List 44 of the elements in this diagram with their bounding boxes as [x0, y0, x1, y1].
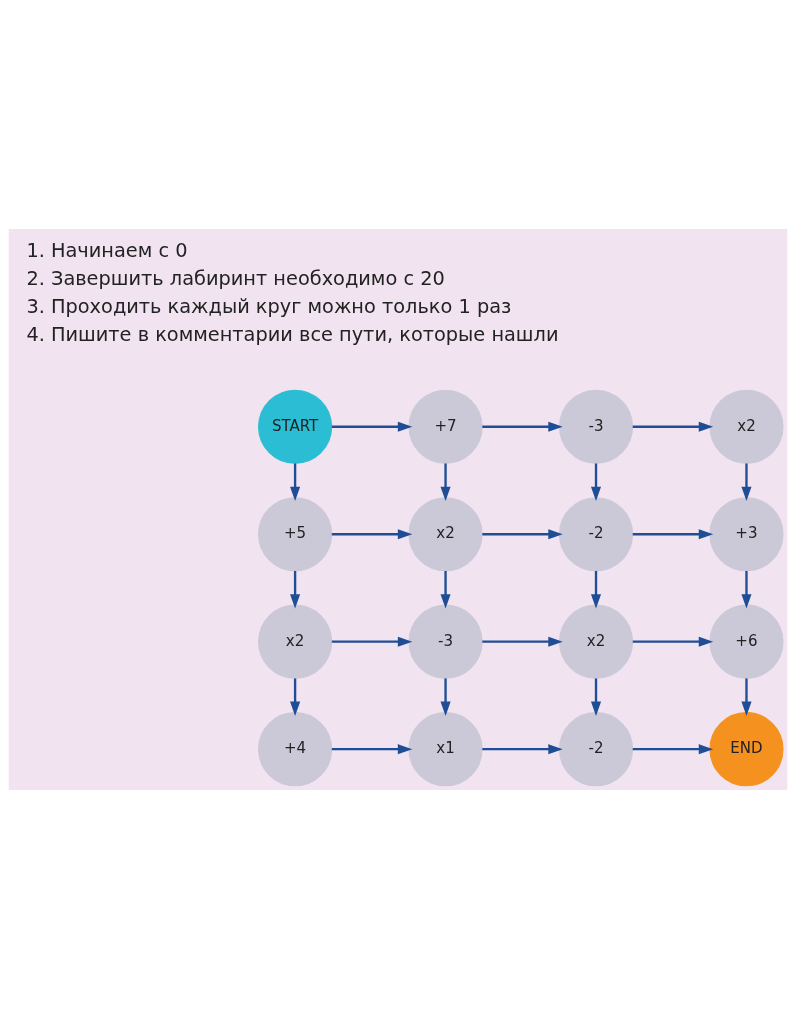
label: 4. Пишите в комментарии все пути, которые нашли	[26, 323, 559, 347]
arrow	[590, 463, 602, 502]
node-circle: -2	[558, 497, 634, 572]
label: 1. Начинаем с 0	[26, 239, 188, 263]
label: 2. Завершить лабиринт необходимо с 20	[26, 267, 445, 291]
node-circle: x2	[258, 604, 333, 679]
arrow	[331, 636, 413, 647]
node-circle: START	[258, 389, 333, 464]
node-circle: x2	[408, 497, 483, 572]
arrow	[482, 529, 563, 540]
arrow	[331, 529, 413, 540]
arrow	[590, 570, 602, 609]
arrow	[440, 570, 451, 609]
arrow	[632, 744, 714, 755]
arrow	[331, 421, 413, 432]
arrow	[440, 678, 451, 717]
node-circle: -3	[558, 389, 634, 464]
node-circle: END	[709, 712, 784, 787]
node-circle: +7	[408, 389, 483, 464]
arrow	[482, 744, 563, 755]
node-circle: +5	[258, 497, 333, 572]
arrow	[741, 570, 752, 609]
arrow	[590, 678, 602, 717]
node-circle: +3	[709, 497, 784, 572]
arrow	[482, 636, 563, 647]
arrow	[741, 463, 752, 502]
node-circle: +4	[258, 712, 333, 787]
node-circle: -3	[408, 604, 483, 679]
node-circle: +6	[709, 604, 784, 679]
arrow	[440, 463, 451, 502]
arrow	[632, 421, 714, 432]
node-circle: x2	[558, 604, 634, 679]
arrow	[741, 678, 752, 717]
arrow	[290, 570, 301, 609]
label: 3. Проходить каждый круг можно только 1 раз	[26, 295, 512, 319]
arrow	[331, 744, 413, 755]
node-circle: x2	[709, 389, 784, 464]
node-circle: -2	[558, 712, 634, 787]
arrow	[290, 463, 301, 502]
node-circle: x1	[408, 712, 483, 787]
arrow	[290, 678, 301, 717]
arrow	[632, 636, 714, 647]
arrow	[632, 529, 714, 540]
arrow	[482, 421, 563, 432]
